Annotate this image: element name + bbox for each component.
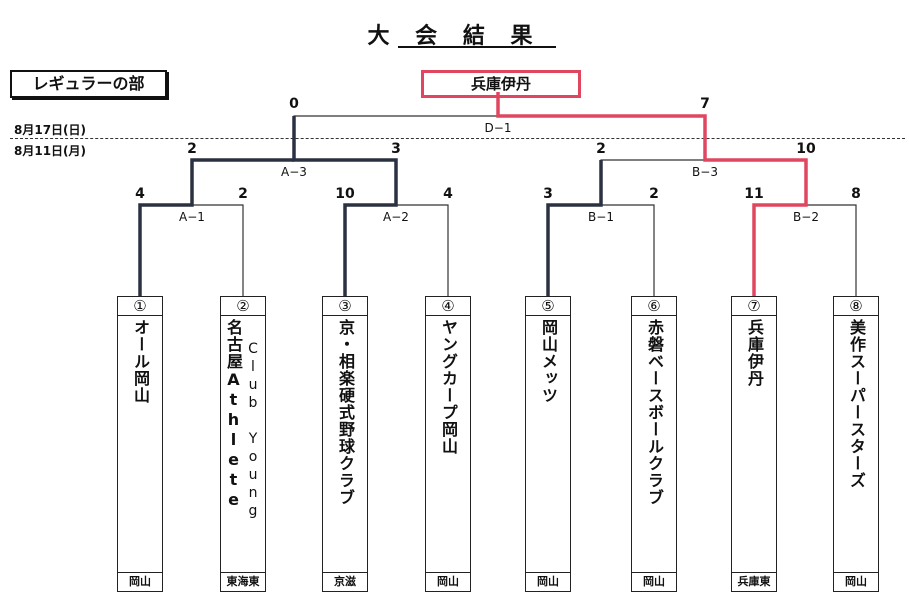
champion-path	[496, 92, 808, 296]
team-name-line2: Club Young	[245, 341, 261, 521]
team-region: 京滋	[323, 572, 367, 591]
team-name: 岡山メッツ	[539, 319, 558, 404]
team-number: ①	[118, 297, 162, 316]
team-region: 岡山	[632, 572, 676, 591]
team-number: ③	[323, 297, 367, 316]
match-label-a2: A−2	[383, 210, 409, 224]
team-region: 岡山	[834, 572, 878, 591]
win-path-team3	[292, 116, 398, 296]
team-box-7: ⑦ 兵庫伊丹 兵庫東	[731, 296, 777, 592]
team-number: ⑤	[526, 297, 570, 316]
win-path-team5	[546, 160, 603, 296]
team-box-4: ④ ヤングカープ岡山 岡山	[425, 296, 471, 592]
team-name-area: 岡山メッツ	[526, 319, 570, 567]
score-b2-left: 11	[744, 186, 764, 202]
team-number: ⑦	[732, 297, 776, 316]
win-path-team1	[138, 158, 294, 296]
team-name: 赤磐ベースボールクラブ	[645, 319, 664, 506]
team-number: ⑥	[632, 297, 676, 316]
line-b2-right	[806, 204, 857, 296]
team-region: 岡山	[526, 572, 570, 591]
team-box-6: ⑥ 赤磐ベースボールクラブ 岡山	[631, 296, 677, 592]
match-label-a3: A−3	[281, 165, 307, 179]
team-name: 京・相楽硬式野球クラブ	[336, 319, 355, 506]
score-d1-left: 0	[289, 96, 299, 112]
page-title: 大 会 結 果	[367, 24, 542, 49]
match-label-b3: B−3	[692, 165, 718, 179]
team-box-2: ② 名古屋Athlete Club Young 東海東	[220, 296, 266, 592]
score-a3-right: 3	[391, 141, 401, 157]
score-a2-left: 10	[335, 186, 355, 202]
date-early: 8月11日(月)	[14, 144, 87, 158]
team-region: 東海東	[221, 572, 265, 591]
team-box-3: ③ 京・相楽硬式野球クラブ 京滋	[322, 296, 368, 592]
match-label-d1: D−1	[484, 121, 512, 135]
score-a1-left: 4	[135, 186, 145, 202]
score-a2-right: 4	[443, 186, 453, 202]
team-box-1: ① オール岡山 岡山	[117, 296, 163, 592]
team-number: ④	[426, 297, 470, 316]
score-b3-right: 10	[796, 141, 816, 157]
champion-box: 兵庫伊丹	[421, 70, 581, 98]
line-b1-right	[601, 204, 655, 296]
match-label-b2: B−2	[793, 210, 819, 224]
title-underline	[398, 46, 556, 48]
team-name: オール岡山	[131, 319, 150, 404]
team-name: 兵庫伊丹	[745, 319, 764, 387]
team-number: ②	[221, 297, 265, 316]
score-b1-left: 3	[543, 186, 553, 202]
score-b3-left: 2	[596, 141, 606, 157]
team-name-area: 赤磐ベースボールクラブ	[632, 319, 676, 567]
score-a1-right: 2	[238, 186, 248, 202]
match-label-a1: A−1	[179, 210, 205, 224]
score-b2-right: 8	[851, 186, 861, 202]
team-name-area: 京・相楽硬式野球クラブ	[323, 319, 367, 567]
score-a3-left: 2	[187, 141, 197, 157]
team-box-5: ⑤ 岡山メッツ 岡山	[525, 296, 571, 592]
team-name: ヤングカープ岡山	[439, 319, 458, 455]
team-number: ⑧	[834, 297, 878, 316]
team-name: 美作スーパースターズ	[847, 319, 866, 489]
score-d1-right: 7	[700, 96, 710, 112]
match-label-b1: B−1	[588, 210, 614, 224]
team-name-area: 兵庫伊丹	[732, 319, 776, 567]
team-name-area: オール岡山	[118, 319, 162, 567]
team-name: 名古屋Athlete	[224, 319, 243, 510]
date-final: 8月17日(日)	[14, 123, 87, 137]
team-box-8: ⑧ 美作スーパースターズ 岡山	[833, 296, 879, 592]
date-divider	[10, 138, 905, 139]
score-b1-right: 2	[649, 186, 659, 202]
division-label: レギュラーの部	[10, 70, 167, 98]
line-a1-right	[192, 204, 244, 296]
team-name-area: 美作スーパースターズ	[834, 319, 878, 567]
team-name-area: ヤングカープ岡山	[426, 319, 470, 567]
team-region: 岡山	[426, 572, 470, 591]
line-a2-right	[396, 204, 449, 296]
team-region: 岡山	[118, 572, 162, 591]
team-region: 兵庫東	[732, 572, 776, 591]
team-name-area: 名古屋Athlete Club Young	[221, 319, 265, 567]
